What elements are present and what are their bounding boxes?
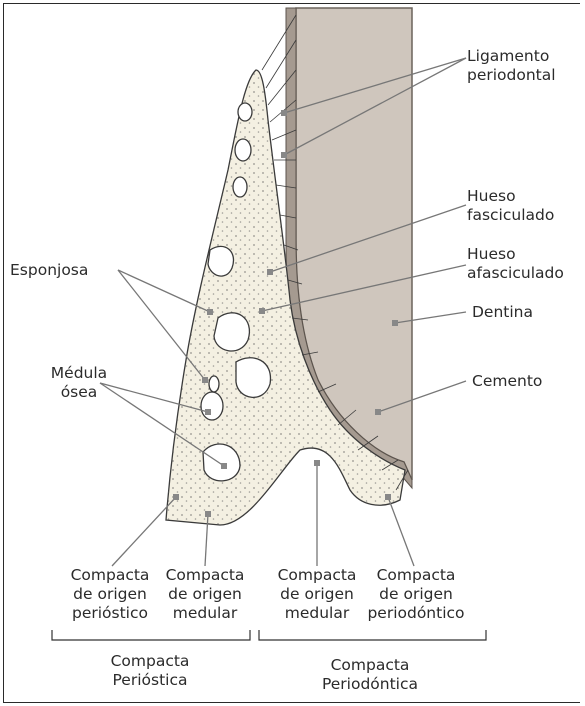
- label-dentina: Dentina: [472, 303, 533, 322]
- group-brackets: [52, 630, 486, 640]
- label-cemento: Cemento: [472, 372, 542, 391]
- label-esponjosa: Esponjosa: [10, 261, 88, 280]
